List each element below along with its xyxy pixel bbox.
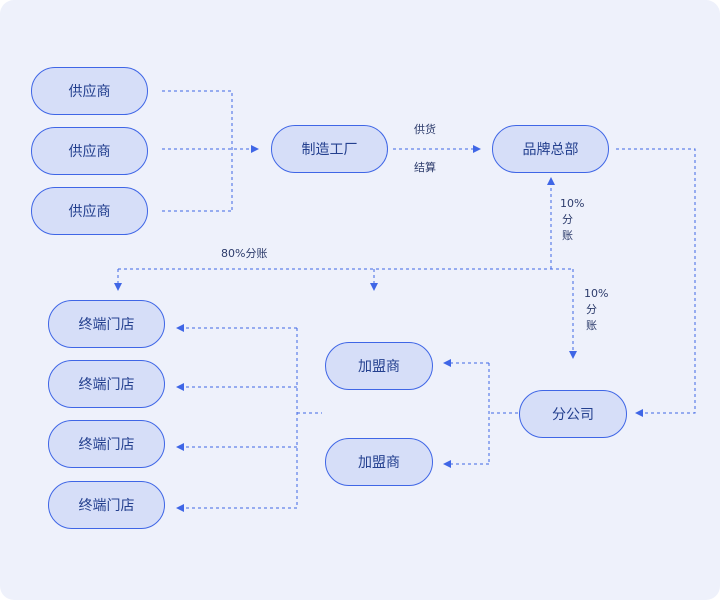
node-store-2: 终端门店 [48, 360, 165, 408]
edge-supplier-1 [162, 90, 233, 211]
node-supplier-1: 供应商 [31, 67, 148, 115]
node-factory: 制造工厂 [271, 125, 388, 173]
label-10-share-up: 10% 分 账 [560, 196, 590, 244]
node-supplier-3: 供应商 [31, 187, 148, 235]
label-10-share-up-pct: 10% [560, 197, 585, 210]
node-branch: 分公司 [519, 390, 627, 438]
node-store-1: 终端门店 [48, 300, 165, 348]
label-10-share-up-c1: 分 [562, 213, 573, 226]
label-settle: 结算 [414, 161, 436, 174]
label-10-share-up-c2: 账 [562, 229, 573, 242]
label-10-share-down: 10% 分 账 [584, 286, 614, 334]
label-10-share-down-c2: 账 [586, 319, 597, 332]
label-10-share-down-pct: 10% [584, 287, 609, 300]
edge-brand-to-branch-right [616, 148, 696, 417]
label-80-share: 80%分账 [221, 247, 268, 260]
label-10-share-down-c1: 分 [586, 303, 597, 316]
node-brand-hq: 品牌总部 [492, 125, 609, 173]
node-franchisee-2: 加盟商 [325, 438, 433, 486]
node-store-4: 终端门店 [48, 481, 165, 529]
node-supplier-2: 供应商 [31, 127, 148, 175]
label-supply: 供货 [414, 123, 436, 136]
node-franchisee-1: 加盟商 [325, 342, 433, 390]
node-store-3: 终端门店 [48, 420, 165, 468]
